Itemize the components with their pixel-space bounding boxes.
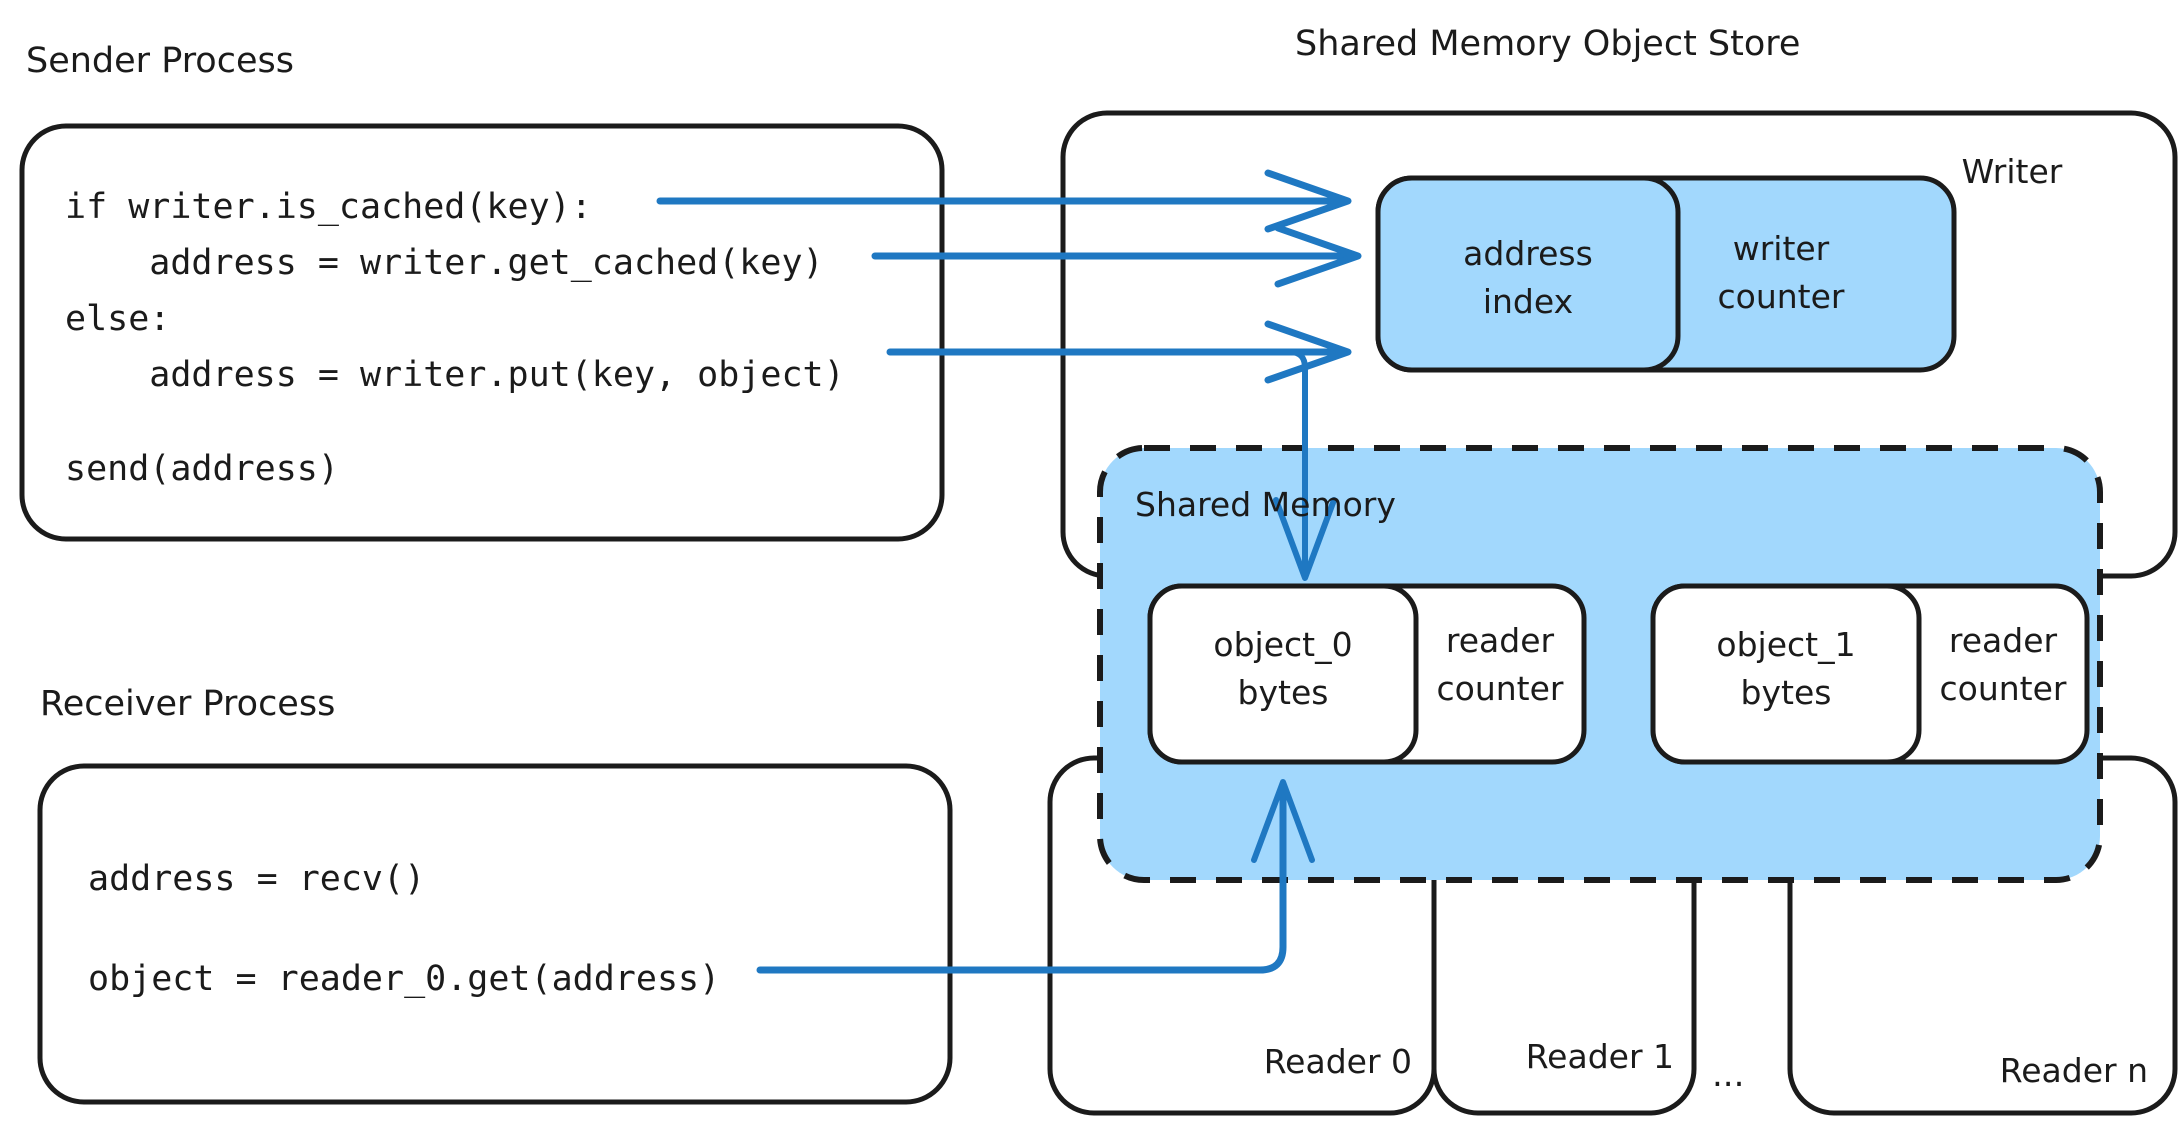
object-0-label-line2: bytes bbox=[1238, 673, 1329, 712]
receiver-code-line-0: address = recv() bbox=[88, 859, 425, 899]
receiver-code-block: address = recv() object = reader_0.get(a… bbox=[88, 859, 720, 999]
readers-ellipsis: ... bbox=[1712, 1055, 1744, 1095]
shared-memory-region bbox=[1097, 445, 2103, 883]
arrow-put bbox=[886, 320, 1352, 581]
sender-process-title: Sender Process bbox=[26, 41, 294, 81]
object-0-bytes-box bbox=[1147, 583, 1419, 765]
address-index-label-line1: address bbox=[1463, 234, 1593, 273]
object-0-label-line1: object_0 bbox=[1213, 625, 1352, 664]
address-index-label-line2: index bbox=[1483, 282, 1573, 321]
reader-counter-0-line2: counter bbox=[1437, 669, 1564, 708]
reader-0-label: Reader 0 bbox=[1264, 1042, 1412, 1081]
writer-panel-label: Writer bbox=[1962, 152, 2063, 191]
address-index-box bbox=[1375, 175, 1681, 373]
sender-code-line-5: send(address) bbox=[65, 449, 339, 489]
reader-1-label: Reader 1 bbox=[1526, 1037, 1674, 1076]
writer-counter-label-line1: writer bbox=[1733, 229, 1830, 268]
reader-counter-1-line2: counter bbox=[1940, 669, 2067, 708]
sender-code-line-1: address = writer.get_cached(key) bbox=[65, 243, 824, 283]
object-1-label-line2: bytes bbox=[1741, 673, 1832, 712]
sender-code-block: if writer.is_cached(key): address = writ… bbox=[65, 187, 845, 489]
sender-code-line-3: address = writer.put(key, object) bbox=[65, 355, 845, 395]
writer-counter-label-line2: counter bbox=[1718, 277, 1845, 316]
sender-process-box bbox=[19, 123, 945, 542]
reader-n-label: Reader n bbox=[2000, 1051, 2148, 1090]
shared-memory-label: Shared Memory bbox=[1135, 485, 1396, 524]
sender-code-line-0: if writer.is_cached(key): bbox=[65, 187, 592, 227]
object-1-label-line1: object_1 bbox=[1716, 625, 1855, 664]
arrow-get-cached bbox=[871, 224, 1362, 288]
reader-counter-1-line1: reader bbox=[1949, 621, 2058, 660]
arrow-reader-get bbox=[756, 779, 1315, 974]
object-1-bytes-box bbox=[1650, 583, 1922, 765]
store-title: Shared Memory Object Store bbox=[1295, 24, 1800, 64]
arrow-is-cached bbox=[656, 169, 1352, 233]
receiver-process-title: Receiver Process bbox=[40, 684, 335, 724]
receiver-process-box bbox=[37, 763, 953, 1105]
reader-counter-0-line1: reader bbox=[1446, 621, 1555, 660]
sender-code-line-2: else: bbox=[65, 299, 170, 339]
receiver-code-line-2: object = reader_0.get(address) bbox=[88, 959, 720, 999]
